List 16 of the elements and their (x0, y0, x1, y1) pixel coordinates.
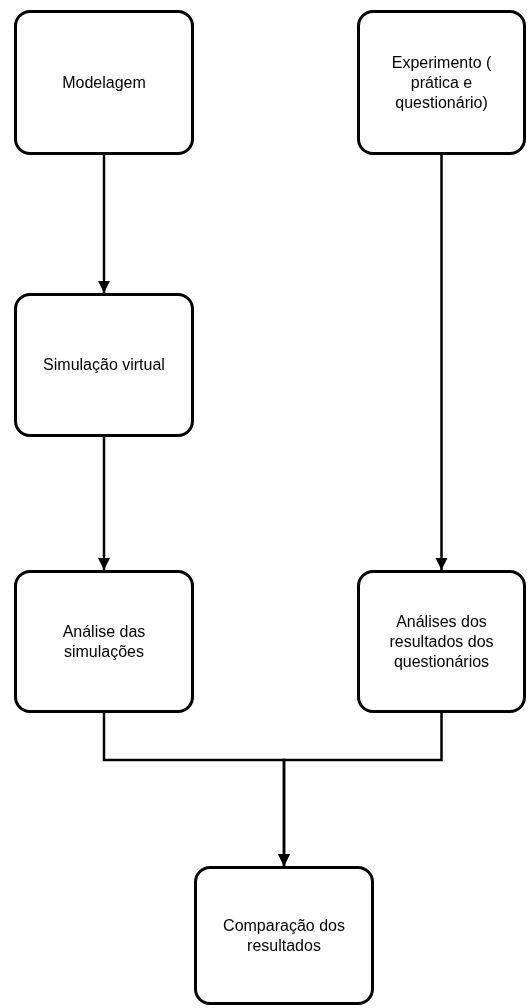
box-label: Análise das simulações (61, 621, 147, 662)
process-box (357, 570, 526, 713)
box-label: Experimento ( prática e questionário) (390, 52, 493, 113)
process-box (14, 293, 194, 437)
arrow (277, 713, 443, 866)
process-box (14, 570, 194, 713)
box-label: Análises dos resultados dos questionários (388, 611, 495, 672)
box-label: Modelagem (62, 72, 146, 93)
process-box (357, 10, 526, 155)
arrow (97, 155, 111, 293)
box-label: Simulação virtual (43, 355, 165, 375)
box-label: Comparação dos resultados (222, 915, 346, 956)
arrow (97, 437, 111, 570)
arrow (435, 155, 448, 570)
process-box (194, 866, 374, 1005)
process-box (14, 10, 194, 155)
